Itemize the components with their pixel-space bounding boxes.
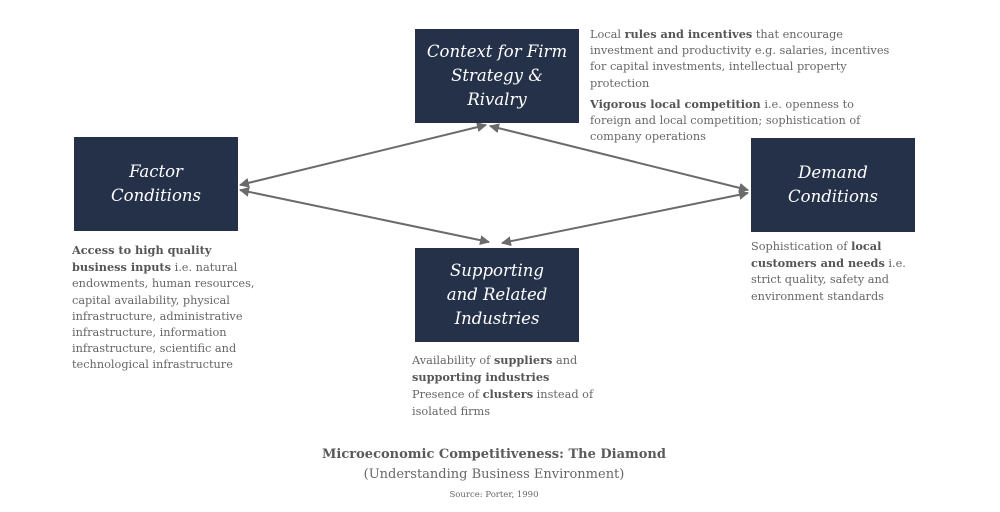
demand-description: Sophistication of local customers and ne…: [751, 238, 921, 305]
support-desc-bold: supporting industries: [412, 370, 550, 385]
arrow-factor-context: [239, 122, 487, 188]
demand-box-label: Demand Conditions: [788, 163, 878, 206]
factor-desc-bold: Access to high quality business inputs: [72, 243, 212, 275]
context-desc-bold: rules and incentives: [624, 27, 753, 41]
factor-desc-paragraph: Access to high quality business inputs i…: [72, 242, 257, 374]
context-desc-paragraph-1: Local rules and incentives that encourag…: [590, 26, 890, 92]
support-description: Availability of suppliers and supporting…: [412, 352, 597, 420]
factor-box-label: Factor Conditions: [111, 162, 201, 205]
arrow-context-demand: [489, 123, 749, 193]
context-desc-text: Local: [590, 28, 625, 41]
factor-description: Access to high quality business inputs i…: [72, 242, 257, 374]
supporting-industries-box: Supporting and Related Industries: [415, 248, 579, 342]
support-box-label: Supporting and Related Industries: [446, 261, 548, 328]
context-desc-text: i.e. openness to foreign and local compe…: [590, 97, 861, 144]
context-for-firm-strategy-box: Context for Firm Strategy & Rivalry: [415, 29, 579, 123]
context-desc-paragraph-2: Vigorous local competition i.e. openness…: [590, 96, 890, 146]
demand-conditions-box: Demand Conditions: [751, 138, 915, 232]
context-desc-text: that encourage investment and productivi…: [590, 28, 890, 90]
arrow-support-demand: [501, 189, 749, 247]
support-desc-paragraph-1: Availability of suppliers and supporting…: [412, 352, 597, 386]
demand-desc-bold: local customers and needs: [751, 239, 885, 271]
support-desc-bold: suppliers: [493, 353, 553, 367]
context-desc-bold: Vigorous local competition: [590, 96, 761, 111]
diagram-title: Microeconomic Competitiveness: The Diamo…: [322, 447, 666, 462]
demand-desc-paragraph: Sophistication of local customers and ne…: [751, 238, 921, 305]
context-description: Local rules and incentives that encourag…: [590, 26, 890, 145]
demand-desc-text: Sophistication of: [751, 240, 852, 253]
factor-desc-text: i.e. natural endowments, human resources…: [72, 261, 255, 372]
support-desc-text: Availability of: [412, 354, 494, 367]
support-desc-text: and: [552, 354, 578, 367]
factor-conditions-box: Factor Conditions: [74, 137, 238, 231]
support-desc-text: Presence of: [412, 388, 483, 402]
arrow-factor-support: [239, 186, 490, 246]
support-desc-bold: clusters: [482, 387, 534, 402]
diagram-subtitle: (Understanding Business Environment): [363, 467, 625, 482]
support-desc-paragraph-2: Presence of clusters instead of isolated…: [412, 386, 597, 419]
diagram-source: Source: Porter, 1990: [449, 490, 539, 500]
support-desc-text: instead of isolated firms: [412, 388, 594, 418]
demand-desc-text: i.e. strict quality, safety and environm…: [751, 257, 906, 303]
context-box-label: Context for Firm Strategy & Rivalry: [426, 42, 568, 109]
